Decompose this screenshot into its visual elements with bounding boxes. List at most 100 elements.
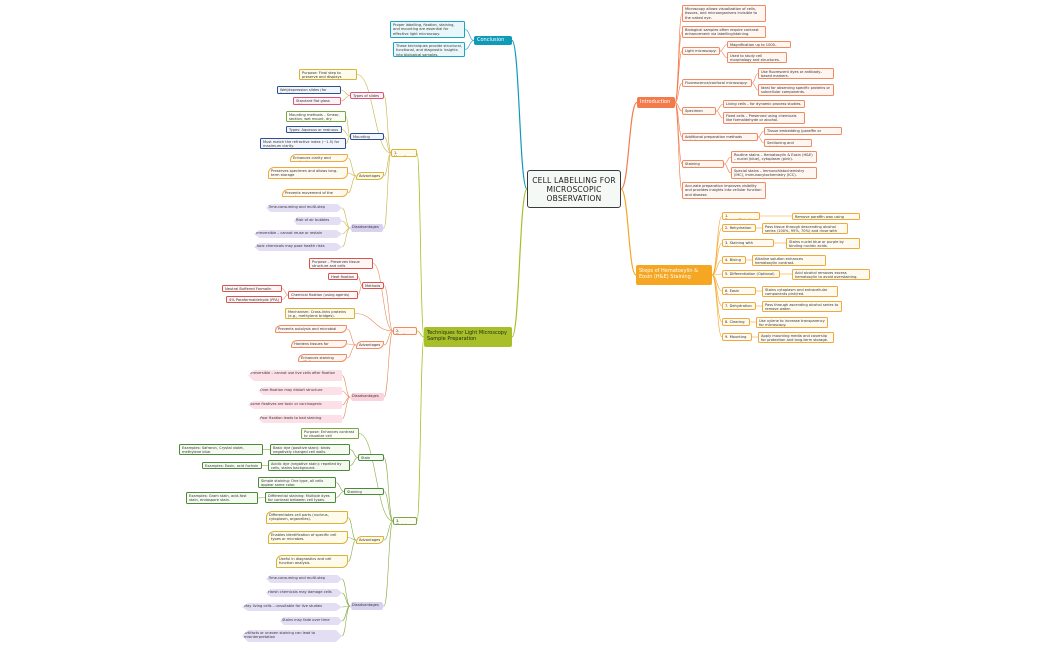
stain-acidic[interactable]: Acidic dye (negative stain): repelled by…: [268, 460, 350, 471]
staining-differential-examples[interactable]: Examples: Gram stain, acid-fast stain, e…: [186, 492, 258, 504]
stain-types-node[interactable]: Stain types: [358, 454, 384, 461]
mounting-disadvantage[interactable]: Time-consuming and multi-step: [266, 204, 342, 212]
staining-advantages-node[interactable]: Advantages: [356, 536, 384, 544]
stain-basic-examples[interactable]: Examples: Safranin, Crystal violet, meth…: [179, 444, 263, 455]
he-step[interactable]: 4. Bluing: [722, 256, 746, 264]
techniques-node[interactable]: Techniques for Light Microscopy Sample P…: [424, 327, 512, 347]
intro-fm-item[interactable]: Use fluorescent dyes or antibody–based m…: [758, 68, 834, 79]
he-step-description[interactable]: Stains cytoplasm and extracellular compo…: [762, 285, 838, 297]
he-step[interactable]: 5. Differentiation (Optional): [722, 270, 780, 278]
root-node[interactable]: CELL LABELLING FOR MICROSCOPIC OBSERVATI…: [527, 170, 621, 208]
he-step-description[interactable]: Apply mounting media and coverslip for p…: [758, 331, 834, 343]
fixation-mechanism[interactable]: Mechanism: Cross-links proteins (e.g., m…: [285, 308, 355, 319]
fixation-purpose[interactable]: Purpose – Preserves tissue structure and…: [309, 258, 373, 269]
he-step[interactable]: 1. Deparaffinization: [722, 212, 760, 220]
fixation-disadvantage[interactable]: Over-fixation may distort structure: [258, 387, 342, 395]
intro-staining-techniques[interactable]: Staining techniques:: [682, 160, 724, 168]
intro-item[interactable]: Microscopy allows visualization of cells…: [682, 5, 766, 22]
mounting-purpose[interactable]: Purpose: Final step to preserve and disp…: [299, 69, 357, 80]
he-step[interactable]: 2. Rehydration: [722, 224, 756, 232]
staining-purpose[interactable]: Purpose: Enhances contrast to visualize …: [301, 428, 359, 439]
staining-techniques-node[interactable]: Staining techniques: [344, 488, 384, 495]
staining-disadvantage[interactable]: Harsh chemicals may damage cells: [266, 589, 342, 597]
he-step-description[interactable]: Alkaline solution enhances hematoxylin c…: [752, 254, 826, 266]
staining-advantage[interactable]: Useful in diagnostics and cell function …: [276, 555, 348, 568]
conclusion-node[interactable]: Conclusion: [474, 36, 512, 45]
mounting-node[interactable]: 1. Mounting: [391, 149, 417, 157]
fixation-advantages-node[interactable]: Advantages: [356, 341, 384, 349]
he-step[interactable]: 3. Staining with Hematoxylin: [722, 239, 774, 247]
staining-advantage[interactable]: Differentiates cell parts (nucleus, cyto…: [266, 511, 348, 524]
fixation-method[interactable]: Heat fixation: [328, 273, 358, 280]
mounting-advantages-node[interactable]: Advantages: [356, 172, 384, 180]
mounting-disadvantage[interactable]: Toxic chemicals may pose health risks: [254, 243, 342, 251]
mounting-types-of-slides[interactable]: Types of slides: [350, 92, 384, 99]
he-step-description[interactable]: Remove paraffin wax using xylene.: [792, 212, 860, 220]
mounting-disadvantage[interactable]: Risk of air bubbles: [294, 217, 342, 225]
fixation-advantage[interactable]: Prevents autolysis and microbial decay: [275, 325, 347, 333]
mounting-media-node[interactable]: Mounting media: [350, 133, 384, 140]
intro-st-item[interactable]: Living cells – for dynamic process studi…: [723, 100, 805, 108]
mounting-disadvantages-node[interactable]: Disadvantages: [350, 224, 384, 232]
he-step-description[interactable]: Acid alcohol removes excess hematoxylin …: [792, 268, 870, 280]
conclusion-item[interactable]: Proper labelling, fixation, staining, an…: [390, 21, 465, 38]
he-step-description[interactable]: Pass tissue through descending alcohol s…: [762, 222, 848, 234]
staining-differential[interactable]: Differential staining: Multiple dyes for…: [265, 492, 336, 503]
intro-additional-methods[interactable]: Additional preparation methods include:: [682, 133, 758, 141]
conclusion-item[interactable]: These techniques provide structural, fun…: [393, 42, 465, 57]
fixation-advantage[interactable]: Hardens tissues for sectioning: [291, 340, 347, 348]
staining-simple[interactable]: Simple staining: One type, all cells app…: [258, 477, 336, 488]
mounting-advantage[interactable]: Prevents movement of the sample: [282, 189, 348, 197]
intro-ap-item[interactable]: Sectioning and staining.: [764, 139, 812, 147]
slide-type[interactable]: Standard flat glass slides: [293, 97, 341, 105]
connector: [383, 491, 394, 522]
he-step[interactable]: 9. Mounting: [722, 333, 752, 341]
intro-light-microscopy[interactable]: Light microscopy:: [682, 47, 720, 55]
intro-lm-item[interactable]: Used to study cell morphology and struct…: [727, 52, 787, 63]
mounting-disadvantage[interactable]: Irreversible – cannot reuse or restain: [254, 230, 342, 238]
intro-lm-item[interactable]: Magnification up to 1000–1500×: [727, 41, 791, 48]
he-step-description[interactable]: Pass through ascending alcohol series to…: [762, 300, 842, 312]
mounting-method[interactable]: Must match the refractive index (~1.5) f…: [260, 138, 346, 149]
fixation-methods-node[interactable]: Methods: [362, 282, 384, 289]
fixation-disadvantage[interactable]: Poor fixation leads to bad staining: [258, 415, 342, 423]
mounting-method[interactable]: Mounting methods – Smear, section, wet m…: [286, 111, 346, 122]
slide-type[interactable]: Wet/depression slides (for liquids): [277, 86, 341, 94]
introduction-node[interactable]: Introduction: [637, 97, 675, 108]
intro-st-item[interactable]: Fixed cells – Preserved using chemicals …: [723, 112, 805, 124]
stain-basic[interactable]: Basic dye (positive stain): binds negati…: [270, 444, 350, 455]
he-step[interactable]: 6. Eosin Staining: [722, 287, 756, 295]
intro-fm-item[interactable]: Ideal for observing specific proteins or…: [758, 84, 834, 96]
staining-disadvantages-node[interactable]: Disadvantages: [350, 602, 384, 610]
intro-sg-item[interactable]: Special stains – Immunohistochemistry (I…: [731, 167, 817, 179]
fixation-advantage[interactable]: Enhances staining affinity: [298, 354, 347, 362]
he-step[interactable]: 8. Clearing: [722, 318, 750, 326]
staining-disadvantage[interactable]: May living cells – unsuitable for live s…: [242, 603, 342, 611]
intro-item[interactable]: Biological samples often require contras…: [682, 26, 766, 38]
he-staining-node[interactable]: Steps of Hematoxylin & Eosin (H&E) Stain…: [636, 265, 712, 285]
fixation-disadvantages-node[interactable]: Disadvantages: [350, 393, 384, 401]
staining-disadvantage[interactable]: Artifacts or uneven staining can lead to…: [242, 630, 342, 642]
fixation-node[interactable]: 2. Fixation: [393, 327, 417, 335]
mounting-advantage[interactable]: Preserves specimen and allows long-term …: [268, 167, 348, 179]
he-step[interactable]: 7. Dehydration: [722, 302, 756, 310]
fixation-chemical[interactable]: Neutral Buffered Formalin (NBF): [222, 285, 282, 292]
mounting-advantage[interactable]: Enhances clarity and contrast: [290, 154, 348, 162]
he-step-description[interactable]: Use xylene to increase transparency for …: [756, 316, 828, 328]
staining-disadvantage[interactable]: Stains may fade over time: [280, 617, 342, 625]
staining-node[interactable]: 3. Staining: [393, 517, 417, 525]
intro-sg-item[interactable]: Routine stains – Hematoxylin & Eosin (H&…: [731, 151, 817, 163]
fixation-disadvantage[interactable]: Some fixatives are toxic or carcinogenic: [248, 401, 342, 409]
staining-disadvantage[interactable]: Time-consuming and multi-step: [266, 575, 342, 583]
fixation-disadvantage[interactable]: Irreversible – cannot use live cells aft…: [248, 370, 342, 381]
mounting-method[interactable]: Types: Aqueous or resinous: [286, 126, 342, 133]
stain-acidic-examples[interactable]: Examples: Eosin, acid fuchsin: [202, 462, 262, 469]
staining-advantage[interactable]: Enables identification of specific cell …: [268, 531, 348, 544]
he-step-description[interactable]: Stains nuclei blue or purple by binding …: [786, 237, 860, 249]
fixation-chemical[interactable]: 4% Paraformaldehyde (PFA): [226, 296, 282, 303]
intro-ap-item[interactable]: Tissue embedding (paraffin or freezing).: [764, 127, 842, 135]
intro-item[interactable]: Accurate preparation improves visibility…: [682, 182, 766, 199]
fixation-method[interactable]: Chemical fixation (using agents) like: [288, 291, 358, 299]
intro-specimen-types[interactable]: Specimen types:: [682, 107, 716, 115]
intro-fluorescence[interactable]: Fluorescence/confocal microscopy:: [682, 79, 752, 87]
